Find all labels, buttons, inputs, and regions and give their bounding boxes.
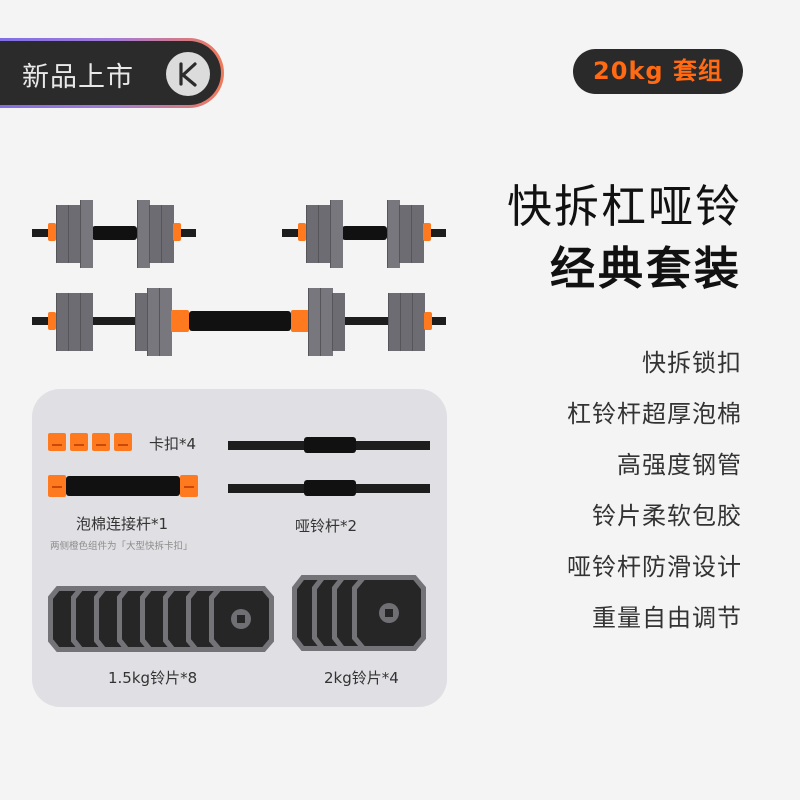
new-arrival-badge: 新品上市: [0, 38, 224, 108]
feature-item: 哑铃杆防滑设计: [567, 553, 742, 581]
feature-item: 铃片柔软包胶: [592, 502, 742, 530]
feature-list: 快拆锁扣 杠铃杆超厚泡棉 高强度钢管 铃片柔软包胶 哑铃杆防滑设计 重量自由调节: [567, 345, 742, 651]
small-plates-label: 1.5kg铃片*8: [108, 669, 198, 687]
headline-subtitle: 经典套装: [549, 242, 742, 295]
clips-label: 卡扣*4: [149, 435, 197, 453]
new-arrival-label: 新品上市: [22, 62, 134, 93]
handles-label: 哑铃杆*2: [295, 517, 358, 535]
feature-item: 杠铃杆超厚泡棉: [567, 400, 742, 428]
product-illustration: [0, 0, 470, 380]
feature-item: 重量自由调节: [592, 604, 742, 632]
feature-item: 高强度钢管: [617, 451, 742, 479]
feature-item: 快拆锁扣: [642, 349, 742, 377]
keep-k-logo-icon: [166, 52, 210, 96]
connector-note: 两侧橙色组件为「大型快拆卡扣」: [50, 541, 193, 552]
large-plates-label: 2kg铃片*4: [324, 669, 399, 687]
set-weight-badge: 20kg 套组: [573, 49, 743, 94]
connector-label: 泡棉连接杆*1: [76, 515, 169, 533]
components-panel: 卡扣*4 泡棉连接杆*1 两侧橙色组件为「大型快拆卡扣」 哑铃杆*2 1.5kg…: [32, 389, 447, 707]
headline-title: 快拆杠哑铃: [506, 180, 742, 233]
